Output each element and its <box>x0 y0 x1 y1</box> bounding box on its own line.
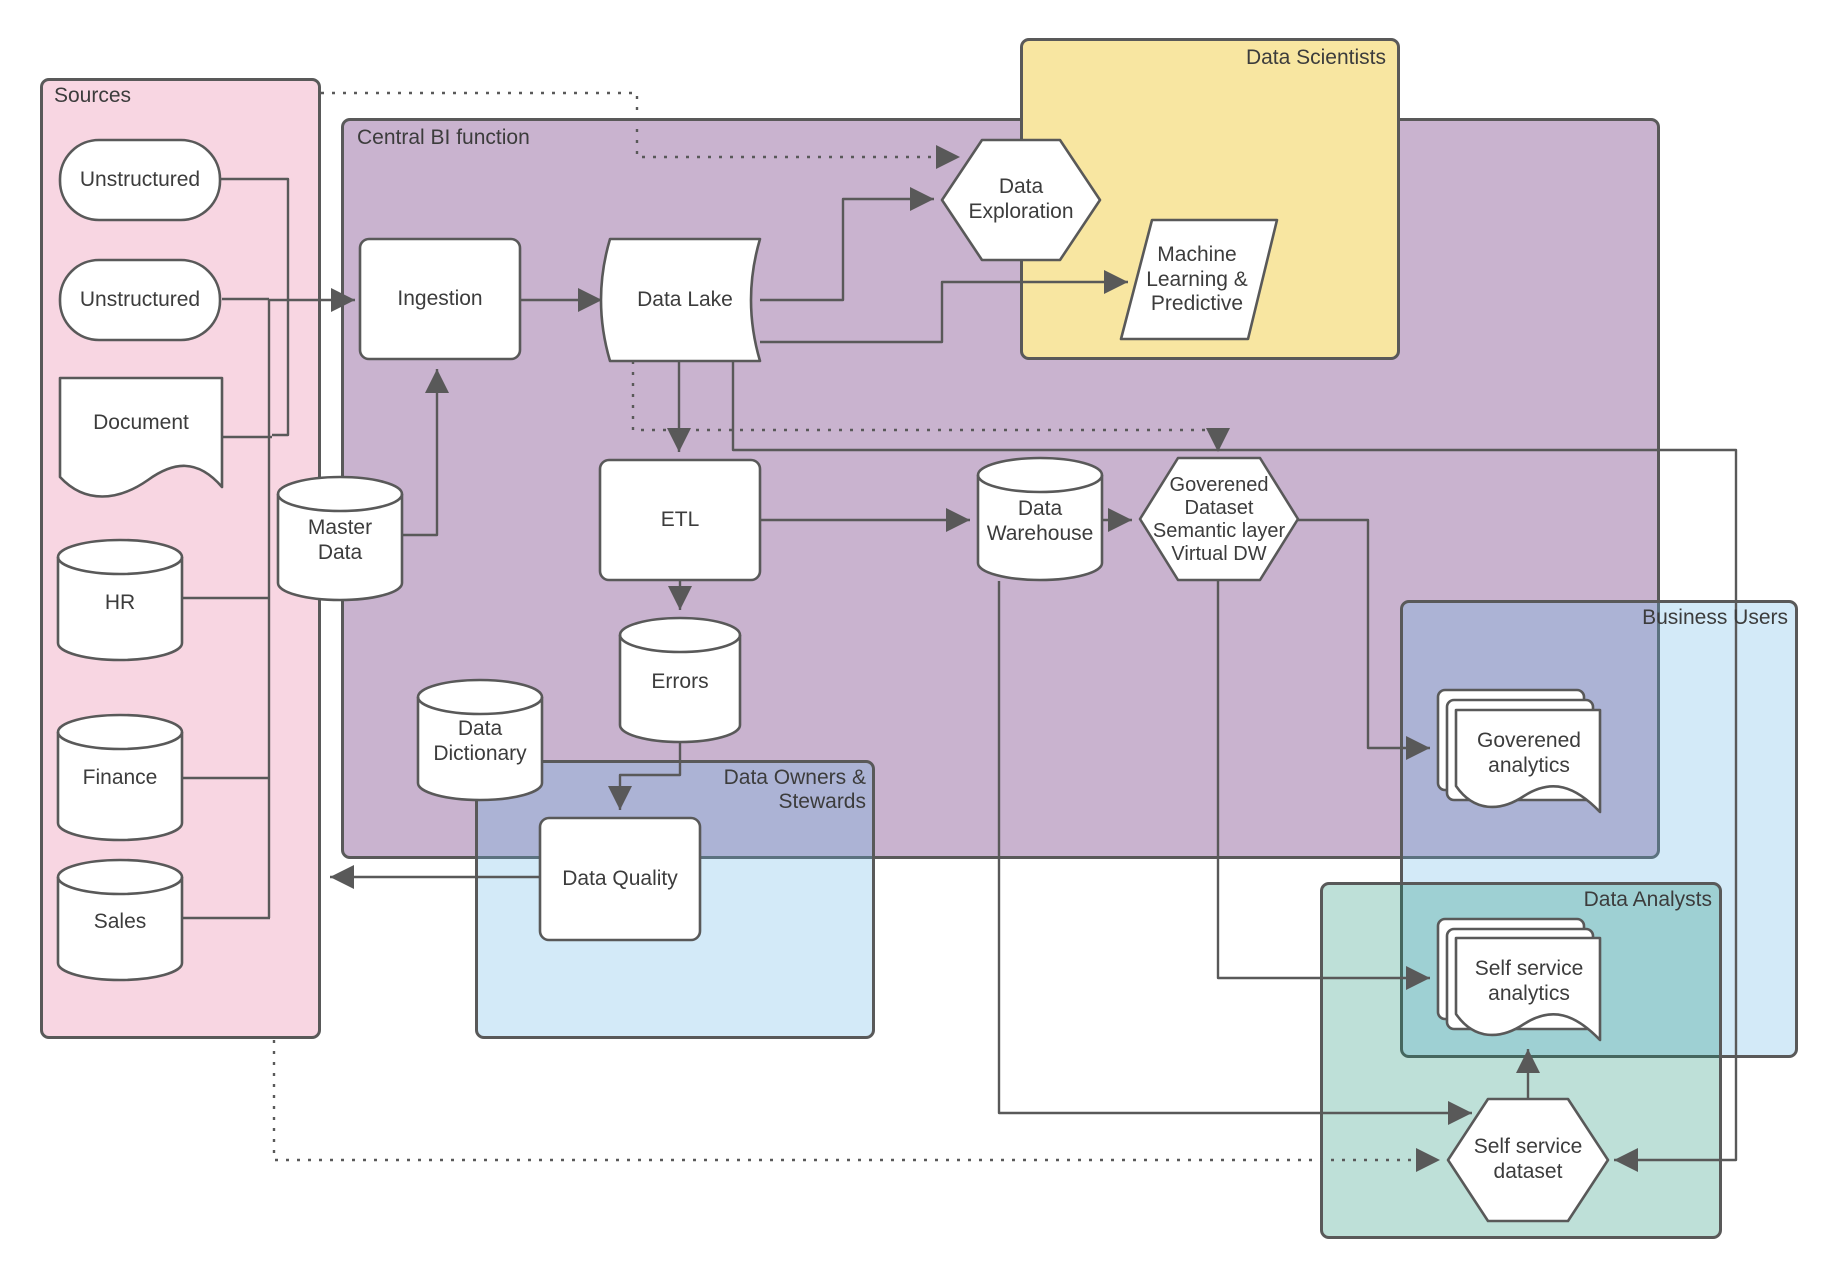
node-label-data-exploration: Data Exploration <box>968 175 1074 223</box>
node-label-data-dictionary: Data Dictionary <box>433 717 527 765</box>
region-label-sources: Sources <box>54 84 132 107</box>
node-label-ml-predictive: Machine Learning & Predictive <box>1146 242 1248 316</box>
region-label-data-analysts: Data Analysts <box>1583 888 1712 911</box>
node-label-document: Document <box>93 410 189 434</box>
node-label-hr: HR <box>104 590 136 614</box>
node-label-self-service-dataset: Self service dataset <box>1473 1135 1583 1183</box>
node-label-self-service-analytics: Self service analytics <box>1474 957 1584 1005</box>
region-label-central-bi: Central BI function <box>357 126 530 149</box>
node-label-etl: ETL <box>660 507 700 531</box>
node-label-data-quality: Data Quality <box>562 866 678 890</box>
node-label-data-lake: Data Lake <box>637 287 733 311</box>
node-label-finance: Finance <box>82 765 158 789</box>
node-label-unstructured-1: Unstructured <box>79 167 201 191</box>
region-label-data-scientists: Data Scientists <box>1245 46 1386 69</box>
node-label-sales: Sales <box>93 909 147 933</box>
node-label-errors: Errors <box>651 669 709 693</box>
node-label-data-warehouse: Data Warehouse <box>986 497 1094 545</box>
region-label-business-users: Business Users <box>1642 606 1788 629</box>
node-label-ingestion: Ingestion <box>397 286 483 310</box>
edge-dotted-sources-to-self-service-dataset <box>272 1040 1440 1172</box>
node-label-master-data: Master Data <box>307 516 373 564</box>
node-label-governed-analytics: Goverened analytics <box>1477 729 1581 777</box>
node-label-unstructured-2: Unstructured <box>79 287 201 311</box>
node-label-governed-dataset: Goverened Dataset Semantic layer Virtual… <box>1152 474 1286 565</box>
region-label-data-owners-stewards: Data Owners & Stewards <box>723 766 866 814</box>
